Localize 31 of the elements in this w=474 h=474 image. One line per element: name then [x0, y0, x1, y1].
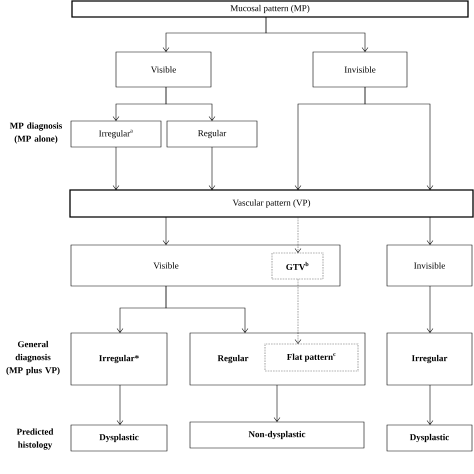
arrow	[166, 286, 248, 333]
row-label: General diagnosis (MP plus VP)	[6, 340, 60, 376]
process-box: Non-dysplastic	[190, 422, 364, 448]
dotted-box: GTV$^{b}$	[272, 252, 324, 280]
row-label: Predicted histology	[16, 428, 54, 450]
arrow	[426, 286, 434, 333]
arrow	[266, 16, 368, 52]
process-box: Dysplastic	[386, 424, 472, 452]
arrow	[426, 216, 434, 245]
arrow	[162, 216, 170, 245]
process-box: Irregular$^{a}$	[70, 120, 162, 148]
process-box: Mucosal pattern (MP)	[71, 0, 469, 18]
arrow	[274, 384, 280, 422]
row-label: MP diagnosis (MP alone)	[10, 122, 62, 144]
arrow	[294, 278, 302, 344]
process-box: Visible	[116, 52, 212, 88]
process-box: Irregular	[386, 332, 472, 386]
process-box: Invisible	[312, 52, 408, 88]
arrow	[166, 86, 216, 121]
arrow	[364, 86, 434, 190]
process-box: Regular	[166, 120, 258, 148]
process-box: Dysplastic	[70, 424, 168, 452]
arrow	[208, 146, 216, 190]
arrow	[112, 146, 120, 190]
process-box: Vascular pattern (VP)	[69, 189, 474, 218]
process-box: Invisible	[386, 244, 472, 286]
arrow	[426, 384, 434, 425]
process-box: Irregular*	[70, 332, 168, 386]
arrow	[294, 216, 302, 253]
arrow	[116, 384, 124, 425]
dotted-box: Flat pattern$^{c}$	[264, 344, 358, 372]
